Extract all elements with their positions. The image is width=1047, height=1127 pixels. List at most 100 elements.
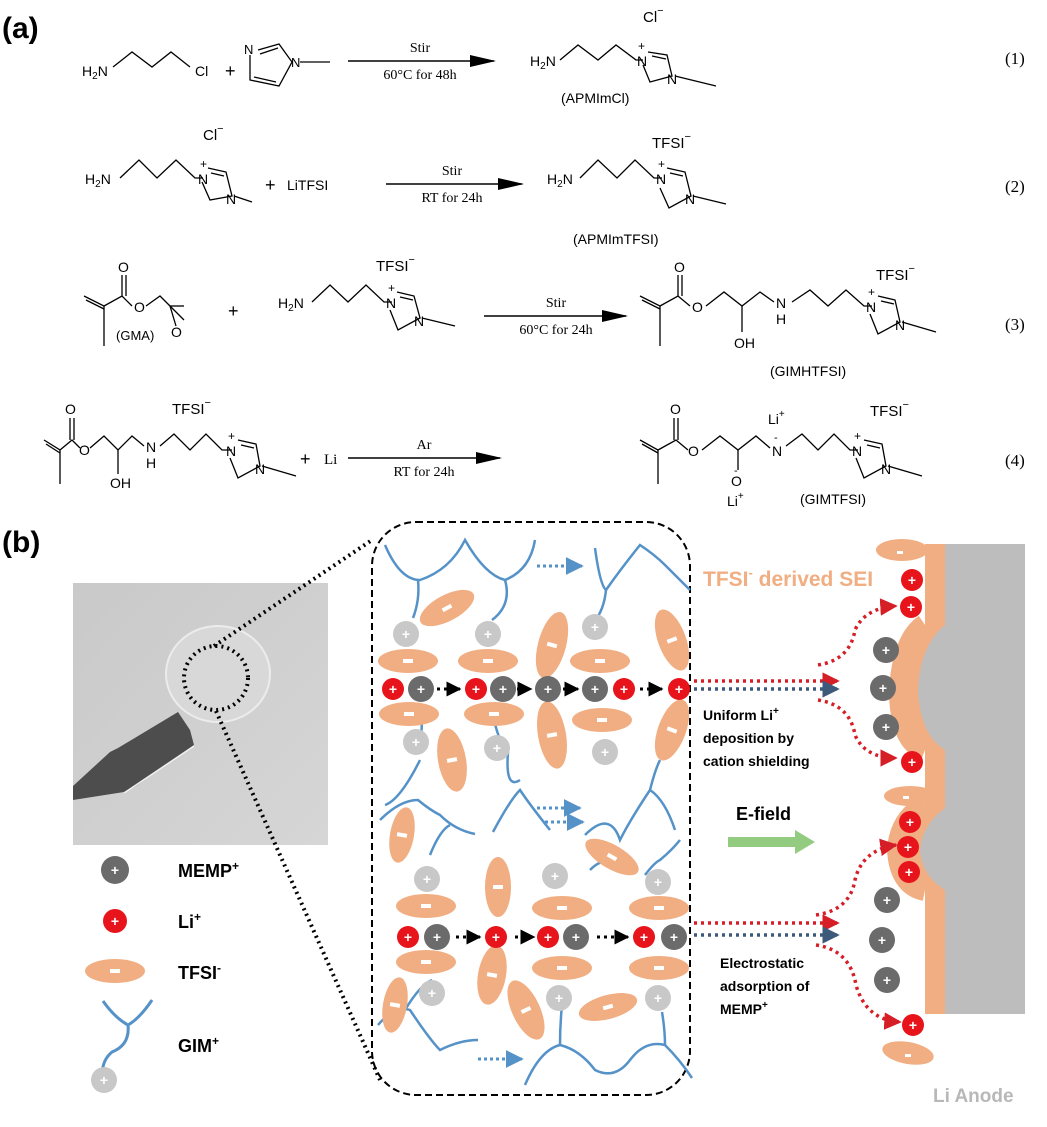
charge-plus: + bbox=[675, 681, 683, 697]
charge-plus: + bbox=[906, 814, 914, 830]
gim-cation bbox=[419, 980, 445, 1006]
charge-minus bbox=[483, 659, 493, 663]
atom-nh: H bbox=[146, 455, 156, 471]
atom-o: O bbox=[171, 324, 182, 340]
polymer-chain bbox=[411, 579, 420, 619]
atom-n: N bbox=[414, 313, 424, 329]
legend: + MEMP+ + Li+ TFSI- + GIM+ bbox=[85, 856, 239, 1093]
equation-number: (2) bbox=[1005, 177, 1025, 196]
li-cation bbox=[485, 926, 507, 948]
memp-cation bbox=[874, 967, 900, 993]
charge-plus: + bbox=[389, 681, 397, 697]
legend-item-memp: + MEMP+ bbox=[101, 856, 239, 884]
reactant-anion: TFSI− bbox=[376, 254, 415, 275]
memp-cation bbox=[424, 924, 450, 950]
product-gimtfsi bbox=[639, 418, 923, 484]
memp-cation bbox=[870, 675, 896, 701]
product-name: (GIMHTFSI) bbox=[770, 363, 846, 379]
atom-cl: Cl bbox=[195, 63, 208, 79]
atom-n: N bbox=[881, 461, 891, 477]
charge-plus: + bbox=[868, 285, 875, 299]
atom-o-minus: O bbox=[731, 473, 742, 489]
charge-minus bbox=[493, 885, 503, 889]
li-cation bbox=[899, 811, 921, 833]
atom-n: N bbox=[291, 55, 300, 70]
legend-label: MEMP+ bbox=[178, 859, 239, 881]
charge-plus: + bbox=[423, 871, 431, 887]
atom-h2n: H2N bbox=[530, 53, 556, 72]
li-cation bbox=[465, 678, 487, 700]
atom-n-plus: N bbox=[656, 171, 666, 187]
reactant-apmimcl bbox=[119, 159, 253, 203]
charge-plus: + bbox=[551, 868, 559, 884]
atom-n: N bbox=[667, 71, 677, 87]
atom-n: N bbox=[226, 191, 236, 207]
atom-oh: OH bbox=[734, 335, 755, 351]
polymer-chain bbox=[523, 1042, 694, 1086]
charge-plus: + bbox=[904, 839, 912, 855]
gim-cation bbox=[403, 729, 429, 755]
charge-plus: + bbox=[658, 157, 665, 171]
charge-plus: + bbox=[883, 892, 891, 908]
charge-plus: + bbox=[499, 681, 507, 697]
atom-n: N bbox=[895, 317, 905, 333]
atom-o: O bbox=[79, 442, 90, 458]
polymer-chain bbox=[593, 543, 691, 592]
charge-minus bbox=[606, 852, 618, 862]
charge-plus: + bbox=[228, 429, 235, 443]
zoom-line-bottom bbox=[214, 710, 382, 1081]
conditions-bottom: RT for 24h bbox=[421, 191, 482, 206]
charge-minus bbox=[404, 712, 414, 716]
charge-plus: + bbox=[433, 929, 441, 945]
product-gimhtfsi bbox=[639, 275, 937, 346]
charge-plus: + bbox=[111, 862, 119, 878]
gim-cation bbox=[475, 621, 501, 647]
charge-plus: + bbox=[555, 990, 563, 1006]
gim-cation bbox=[542, 863, 568, 889]
charge-plus: + bbox=[591, 681, 599, 697]
product-apmimcl bbox=[559, 44, 717, 87]
charge-plus: + bbox=[909, 1017, 917, 1033]
polymer-chain bbox=[558, 1004, 564, 1046]
atom-n: N bbox=[244, 42, 253, 57]
memp-cation bbox=[873, 714, 899, 740]
zoom-line-top bbox=[212, 538, 374, 648]
panel-label-a: (a) bbox=[2, 12, 39, 45]
atom-o: O bbox=[692, 299, 703, 315]
reaction-2: H2N N + N Cl− + LiTFSI Stir RT for 24h H… bbox=[85, 123, 1025, 247]
product-name: (APMImTFSI) bbox=[573, 231, 659, 247]
reaction-arrow bbox=[348, 55, 496, 67]
charge-plus: + bbox=[484, 626, 492, 642]
memp-cation bbox=[873, 637, 899, 663]
product-cation: Li+ bbox=[768, 409, 785, 427]
li-cation bbox=[633, 926, 655, 948]
product-apmimtfsi bbox=[579, 159, 727, 209]
charge-plus: + bbox=[544, 681, 552, 697]
anode-ions: +++++++++++++ bbox=[869, 569, 924, 1036]
charge-plus: + bbox=[638, 39, 645, 53]
panel-label-b: (b) bbox=[2, 526, 40, 559]
conditions-top: Ar bbox=[417, 438, 432, 453]
charge-plus: + bbox=[428, 985, 436, 1001]
atom-n-plus: N bbox=[198, 171, 208, 187]
conditions-bottom: RT for 24h bbox=[393, 465, 454, 480]
plus-sign: + bbox=[265, 175, 276, 195]
atom-n-plus: N bbox=[866, 299, 876, 315]
charge-minus bbox=[446, 757, 458, 763]
atom-oh: OH bbox=[110, 475, 131, 491]
charge-plus: + bbox=[601, 744, 609, 760]
product-anion: Cl− bbox=[643, 5, 664, 26]
atom-n-plus: N bbox=[852, 443, 862, 459]
charge-minus bbox=[597, 718, 607, 722]
li-cation bbox=[537, 926, 559, 948]
charge-plus: + bbox=[907, 599, 915, 615]
conditions-top: Stir bbox=[442, 164, 463, 179]
charge-minus bbox=[654, 966, 664, 970]
atom-n-plus: N bbox=[637, 53, 647, 69]
uniform-deposition-text: Uniform Li+ bbox=[703, 706, 779, 723]
memp-cation bbox=[874, 887, 900, 913]
gim-cation bbox=[645, 985, 671, 1011]
charge-plus: + bbox=[654, 990, 662, 1006]
